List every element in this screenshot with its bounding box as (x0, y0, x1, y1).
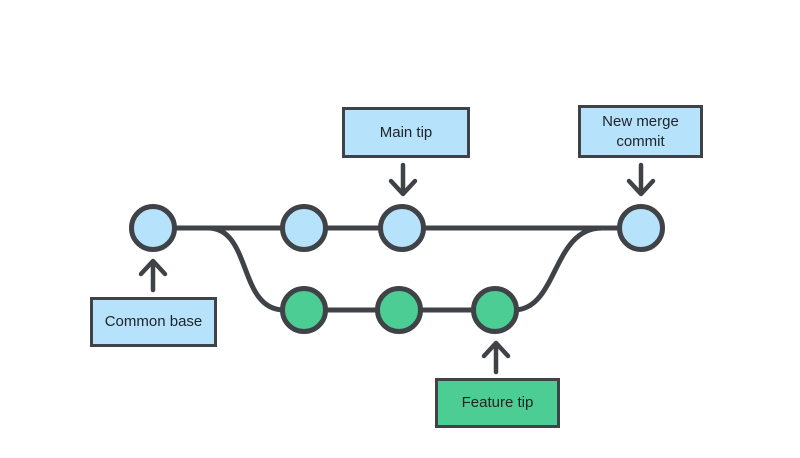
new-merge-commit-arrow (626, 162, 656, 197)
commit-common-base (129, 204, 177, 252)
commit-main-tip (378, 204, 426, 252)
main-tip-arrow (388, 162, 418, 197)
main-tip-label-text: Main tip (379, 123, 433, 141)
common-base-arrow (138, 258, 168, 293)
branch-split-curve (205, 225, 287, 313)
commit-main-2 (280, 204, 328, 252)
new-merge-commit-label: New merge commit (578, 105, 703, 158)
common-base-label: Common base (90, 297, 217, 347)
new-merge-commit-label-text: New merge commit (602, 113, 679, 150)
feature-tip-label: Feature tip (435, 378, 560, 428)
commit-feature-1 (280, 286, 328, 334)
commit-new-merge (617, 204, 665, 252)
common-base-label-text: Common base (104, 313, 203, 331)
feature-tip-arrow (481, 340, 511, 375)
branch-merge-curve (511, 225, 605, 313)
feature-tip-label-text: Feature tip (461, 394, 534, 412)
commit-feature-2 (375, 286, 423, 334)
commit-feature-tip (471, 286, 519, 334)
main-tip-label: Main tip (342, 107, 470, 158)
